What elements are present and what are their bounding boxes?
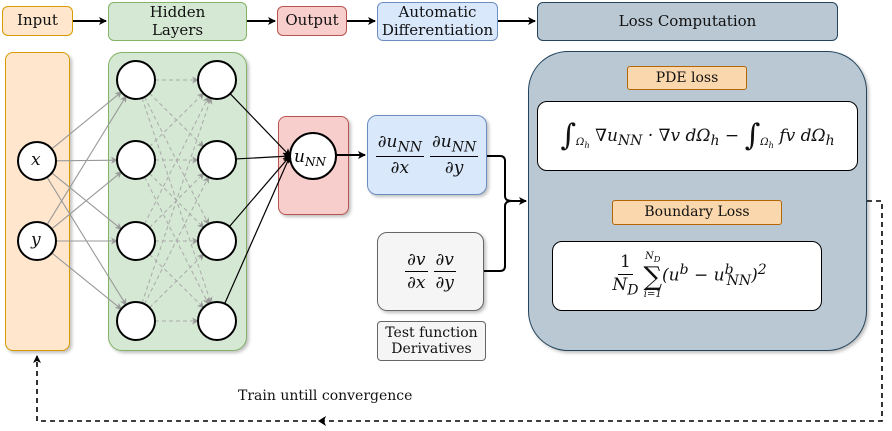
boundary-loss-label: Boundary Loss xyxy=(612,200,782,225)
hidden-layer-2-node xyxy=(197,301,237,341)
hidden-hidden-edge xyxy=(144,96,209,225)
test-derivatives-to-loss-connector xyxy=(484,200,513,272)
hidden-layer-2-node xyxy=(197,140,237,180)
nn-derivatives-to-loss-connector xyxy=(487,155,527,205)
hidden-layer-2-node xyxy=(197,60,237,100)
pde-loss-label: PDE loss xyxy=(627,66,747,90)
hidden-layer-1-node xyxy=(116,140,156,180)
input-hidden-edge xyxy=(51,252,122,310)
output-node-label: uNN xyxy=(294,147,326,169)
du-dx-fraction: ∂uNN ∂x xyxy=(375,131,424,179)
dv-dx-fraction: ∂v ∂x xyxy=(405,250,428,293)
du-dy-fraction: ∂uNN ∂y xyxy=(430,131,479,179)
hidden-hidden-edge xyxy=(149,92,205,148)
header-output: Output xyxy=(277,6,347,36)
header-hidden-label: Hidden Layers xyxy=(149,3,206,39)
training-loop-connector xyxy=(33,200,883,422)
input-hidden-edge xyxy=(51,91,123,150)
pde-loss-equation: ∫Ωh ∇uNN · ∇v dΩh − ∫Ωh fv dΩh xyxy=(537,101,858,171)
hidden-layer-1-node xyxy=(116,221,156,261)
hidden-layer-1-node xyxy=(116,301,156,341)
header-loss-label: Loss Computation xyxy=(618,11,757,30)
input-hidden-edge xyxy=(46,95,127,226)
test-derivatives-panel xyxy=(377,232,484,311)
hidden-hidden-edge xyxy=(141,97,213,304)
nn-derivatives: ∂uNN ∂x ∂uNN ∂y xyxy=(367,115,487,195)
header-automatic-differentiation: Automatic Differentiation xyxy=(377,2,498,41)
input-node-y xyxy=(17,221,57,261)
header-autodiff-label: Automatic Differentiation xyxy=(381,3,494,39)
hidden-output-edge xyxy=(224,155,291,304)
hidden-output-edge xyxy=(228,155,291,227)
hidden-layer-1-node xyxy=(116,60,156,100)
test-derivatives: ∂v ∂x ∂v ∂y xyxy=(377,232,484,311)
hidden-layers-panel xyxy=(108,52,247,351)
input-node-x-label: x xyxy=(31,150,41,170)
hidden-output-edge xyxy=(229,93,291,157)
hidden-output-edge xyxy=(235,152,291,161)
input-node-x xyxy=(17,141,57,181)
header-hidden-layers: Hidden Layers xyxy=(108,2,247,41)
training-loop-arrowhead xyxy=(318,416,326,426)
header-input-label: Input xyxy=(17,11,58,30)
header-output-label: Output xyxy=(285,11,339,30)
hidden-layer-2-node xyxy=(197,221,237,261)
header-loss-computation: Loss Computation xyxy=(537,2,838,41)
dv-dy-fraction: ∂v ∂y xyxy=(433,250,456,293)
input-node-y-label: y xyxy=(31,230,41,250)
input-hidden-edge xyxy=(51,171,123,230)
training-loop-label: Train untill convergence xyxy=(238,388,413,404)
nn-derivatives-panel xyxy=(367,115,487,195)
hidden-hidden-edge xyxy=(149,253,205,309)
hidden-hidden-edge xyxy=(144,176,209,305)
input-panel xyxy=(5,52,70,351)
test-function-caption: Test function Derivatives xyxy=(377,321,486,361)
header-input: Input xyxy=(2,6,73,36)
